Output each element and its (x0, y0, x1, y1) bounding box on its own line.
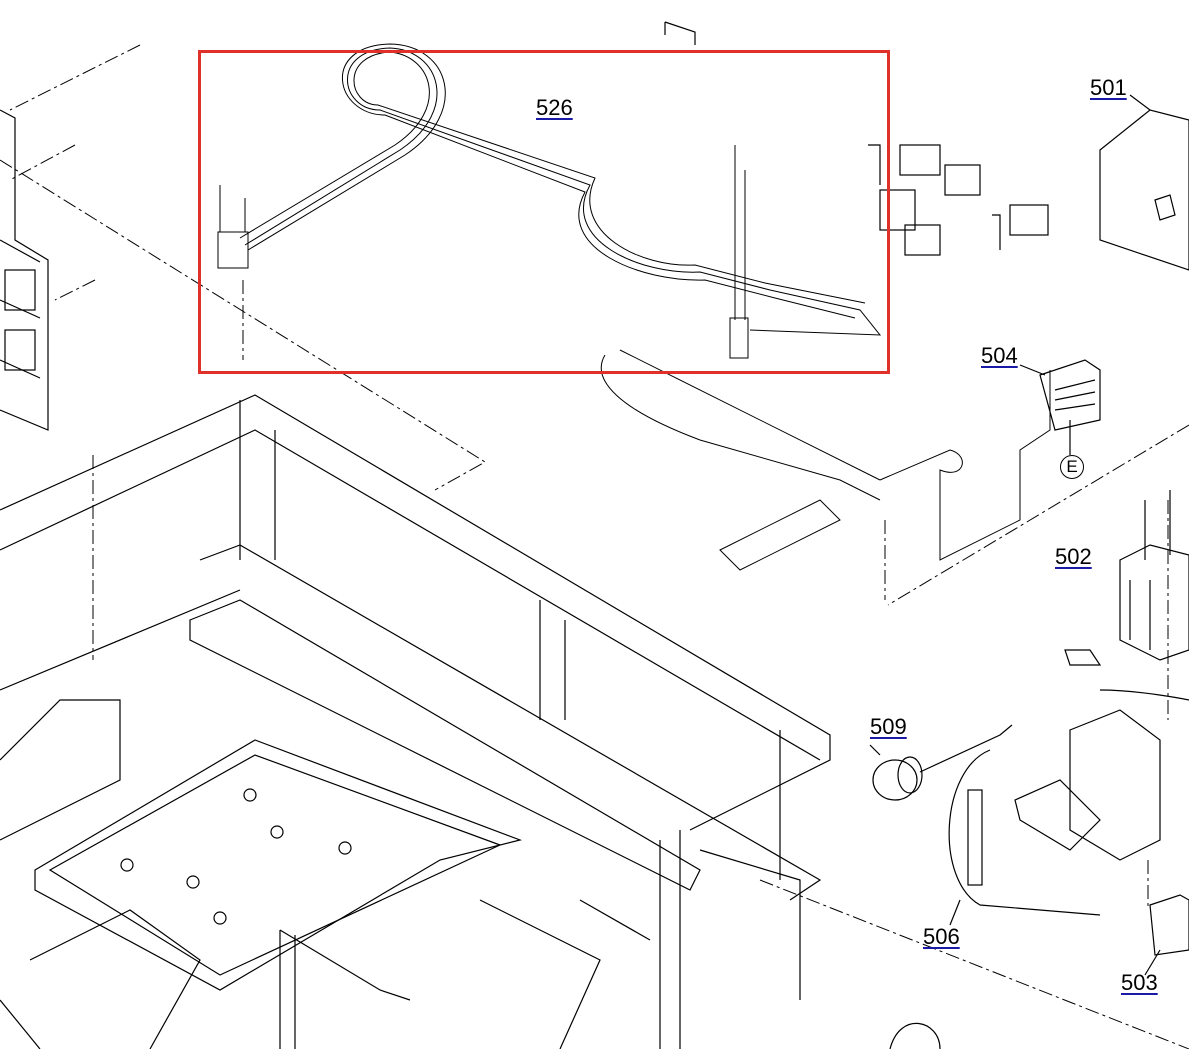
part-502 (1119, 490, 1189, 661)
part-link-504[interactable]: 504 (981, 343, 1018, 368)
part-link-503[interactable]: 503 (1121, 970, 1158, 995)
part-link-501[interactable]: 501 (1090, 75, 1127, 100)
part-link-509[interactable]: 509 (870, 714, 907, 739)
small-clips (664, 21, 1049, 256)
cable-harness-526 (217, 43, 882, 359)
part-link-502[interactable]: 502 (1055, 544, 1092, 569)
left-side-unit (0, 109, 49, 431)
main-frame (0, 394, 941, 1049)
part-link-526[interactable]: 526 (536, 95, 573, 120)
part-504 (1019, 359, 1101, 455)
highlight-box-526 (198, 50, 890, 374)
guide-lines (0, 44, 1189, 1049)
part-link-506[interactable]: 506 (923, 924, 960, 949)
connector-marker-e: E (1060, 455, 1084, 479)
part-503 (1144, 894, 1189, 976)
part-506 (948, 649, 1189, 926)
part-509-motor (869, 724, 1013, 801)
flat-cable (600, 349, 1051, 571)
part-501 (1099, 94, 1189, 271)
